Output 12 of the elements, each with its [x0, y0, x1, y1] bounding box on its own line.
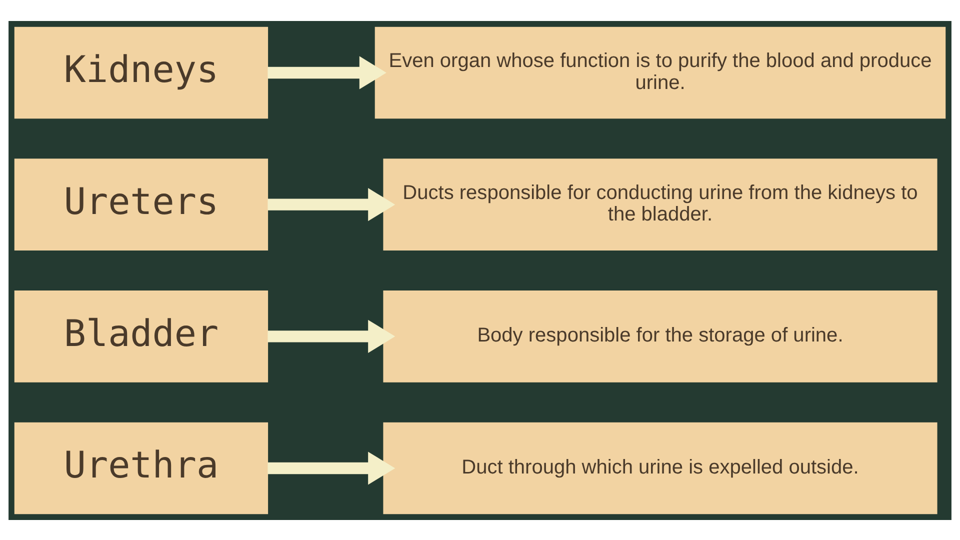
node-box: Body responsible for the storage of urine.: [383, 290, 938, 382]
arrow: [268, 319, 396, 352]
node-box: Bladder: [14, 290, 268, 382]
node-box: Ureters: [14, 158, 268, 250]
arrow: [268, 451, 396, 484]
arrow: [268, 56, 386, 89]
node-box: Duct through which urine is expelled outside.: [383, 422, 938, 514]
node-box: Ducts responsible for conducting urine from the kidneys to the bladder.: [383, 158, 938, 250]
node-box: Urethra: [14, 422, 268, 514]
node-box: Even organ whose function is to purify the blood and produce urine.: [374, 26, 946, 118]
arrow: [268, 188, 396, 221]
node-box: Kidneys: [14, 26, 268, 118]
